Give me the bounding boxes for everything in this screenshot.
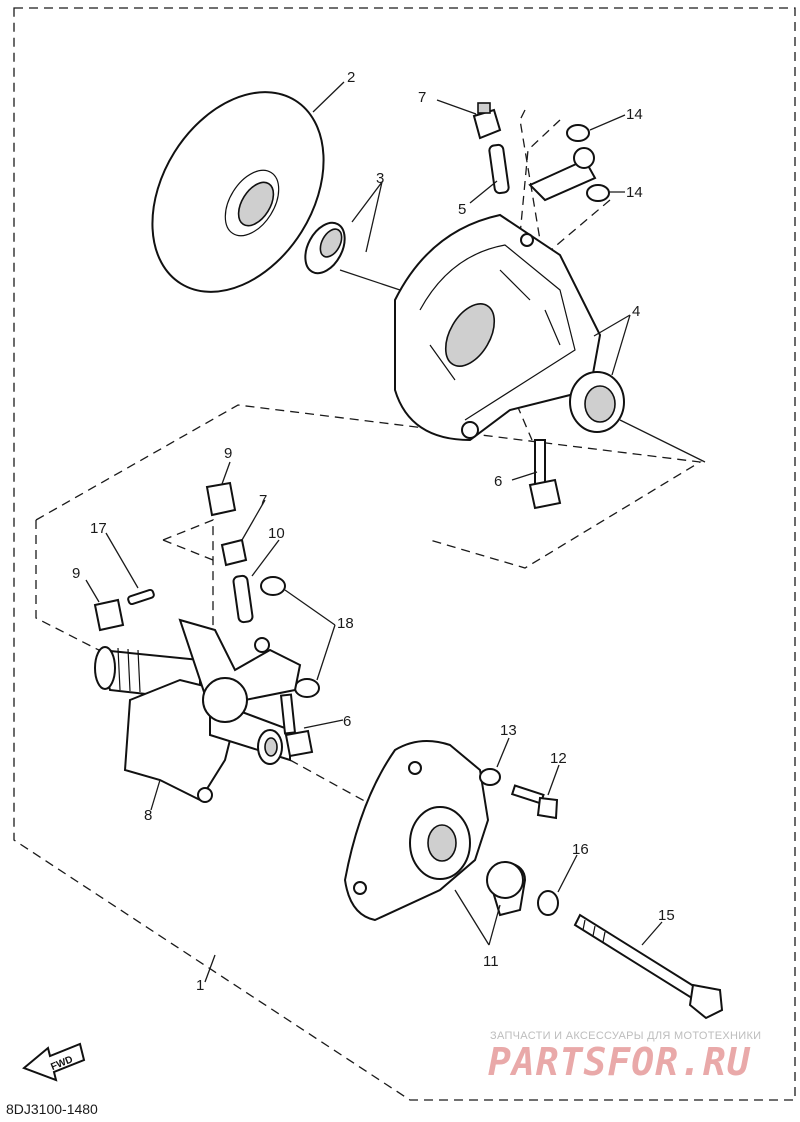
part-6-bolt-lower	[279, 693, 314, 758]
leader-lines	[85, 81, 663, 983]
assembly-boundary	[13, 7, 796, 1101]
part-8-spider	[94, 618, 302, 803]
linkage-shaft-down-2	[339, 269, 401, 291]
label-part-12: 12	[550, 750, 567, 767]
part-5-pin	[488, 143, 510, 195]
part-16-washer	[537, 890, 559, 916]
label-part-4: 4	[632, 303, 640, 320]
label-part-7-upper: 7	[418, 89, 426, 106]
part-9-slider-lower	[93, 598, 125, 632]
label-part-15: 15	[658, 907, 675, 924]
part-3-collar	[304, 221, 346, 275]
label-part-3: 3	[376, 170, 384, 187]
part-18-washers	[260, 576, 320, 698]
part-10-pin	[232, 574, 254, 624]
label-part-16: 16	[572, 841, 589, 858]
linkage-frame-pin	[162, 519, 214, 640]
label-part-6-upper: 6	[494, 473, 502, 490]
linkage-frame-upper	[35, 404, 702, 569]
part-14-washers	[528, 124, 610, 202]
label-part-1: 1	[196, 977, 204, 994]
label-part-6-lower: 6	[343, 713, 351, 730]
part-6-bolt-upper	[528, 439, 562, 510]
linkage-right	[519, 109, 546, 271]
part-12-bolt	[510, 784, 559, 820]
part-7-cap-lower	[220, 538, 248, 567]
diagram-code: 8DJ3100-1480	[6, 1101, 98, 1117]
label-part-5: 5	[458, 201, 466, 218]
label-part-14-lower: 14	[626, 184, 643, 201]
label-part-17: 17	[90, 520, 107, 537]
label-part-11: 11	[483, 953, 499, 970]
linkage-frame-left	[35, 520, 129, 666]
label-part-13: 13	[500, 722, 517, 739]
part-11-cover	[343, 740, 527, 922]
watermark-logo: PARTSFOR.RU	[488, 1040, 751, 1084]
label-part-7-lower: 7	[259, 492, 267, 509]
label-part-9-upper: 9	[224, 445, 232, 462]
part-13-washer	[479, 768, 501, 786]
part-9-slider-upper	[205, 481, 237, 517]
linkage-bushing	[619, 419, 706, 463]
part-17-pin	[127, 588, 155, 606]
part-7-cap-upper	[472, 102, 502, 140]
label-part-2: 2	[347, 69, 355, 86]
label-part-8: 8	[144, 807, 152, 824]
part-15-bolt	[573, 913, 724, 1020]
linkage-bolt6	[516, 404, 533, 441]
linkage-weights-2	[544, 199, 611, 256]
label-part-10: 10	[268, 525, 285, 542]
label-part-9-lower: 9	[72, 565, 80, 582]
fwd-arrow-icon: FWD	[22, 1042, 86, 1082]
label-part-18: 18	[337, 615, 354, 632]
label-part-14-upper: 14	[626, 106, 643, 123]
part-2-fixed-sheave	[151, 91, 325, 293]
watermark-tagline: ЗАПЧАСТИ И АКСЕССУАРЫ ДЛЯ МОТОТЕХНИКИ	[490, 1030, 762, 1042]
part-labels: 1 2 3 4 5 6 6 7 7 8 9 9 10 11 12 13 14 1…	[72, 69, 675, 994]
linkage-frame-9	[162, 539, 214, 561]
part-4-movable-sheave	[394, 213, 625, 442]
